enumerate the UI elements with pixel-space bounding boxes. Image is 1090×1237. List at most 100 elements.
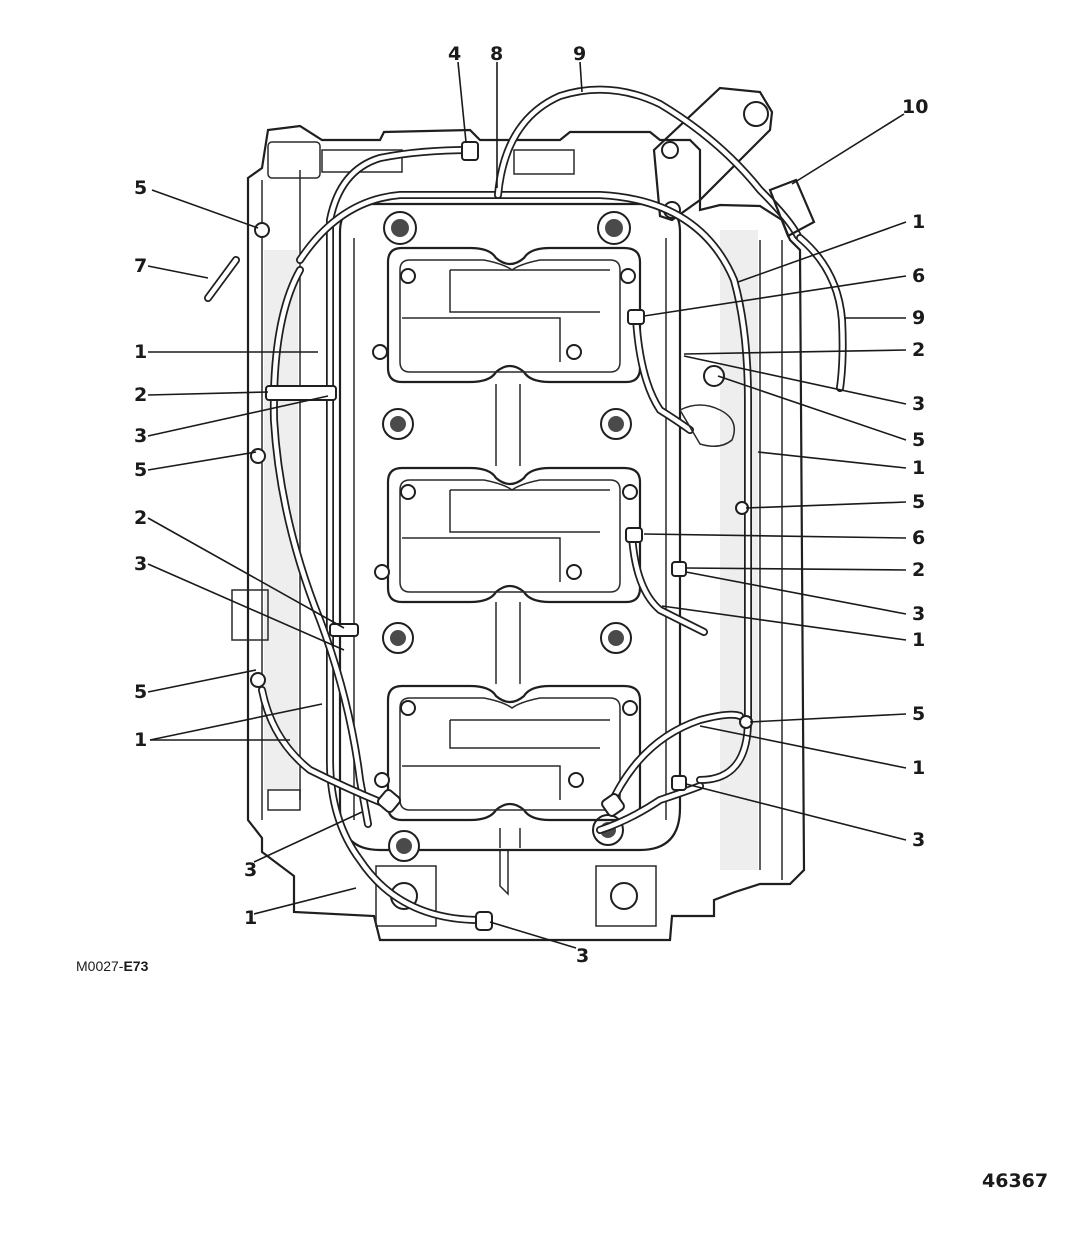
leader-r-1c bbox=[661, 605, 907, 641]
leader-3-bottom bbox=[489, 921, 577, 949]
callout-r-3c: 3 bbox=[912, 829, 925, 851]
leader-r-1d bbox=[699, 725, 907, 769]
reed-top-screw-4 bbox=[566, 344, 582, 360]
drawing-reference-code: M0027-E73 bbox=[76, 958, 148, 974]
reed-top-screw-2 bbox=[620, 268, 636, 284]
plate-hole-7 bbox=[396, 838, 412, 854]
figure-number: 46367 bbox=[982, 1170, 1049, 1192]
bottom-pad-right bbox=[595, 865, 657, 927]
rib-upper bbox=[495, 384, 521, 466]
rib-lower bbox=[495, 602, 521, 684]
plate-hole-4 bbox=[608, 416, 624, 432]
bottom-stud bbox=[499, 850, 509, 896]
leader-5b bbox=[147, 451, 257, 471]
reed-cover-top bbox=[372, 246, 642, 384]
check-valve-5-mid bbox=[250, 448, 266, 464]
fitting-3-right bbox=[671, 775, 687, 791]
leader-3b bbox=[147, 563, 345, 651]
reed-cover-bottom-outer bbox=[386, 684, 642, 822]
bottom-boss-right bbox=[610, 882, 638, 910]
reed-cover-middle-detail bbox=[402, 489, 610, 582]
plate-hole-6 bbox=[608, 630, 624, 646]
hose-left-long bbox=[326, 146, 484, 924]
plate-hole-5 bbox=[390, 630, 406, 646]
plate-hole-3 bbox=[390, 416, 406, 432]
hose-left-descend-core bbox=[271, 267, 371, 827]
top-slot-a bbox=[321, 149, 403, 173]
leader-r-1b bbox=[757, 451, 907, 469]
top-left-pad bbox=[267, 141, 321, 179]
leader-9-top bbox=[579, 61, 583, 93]
leader-5c bbox=[147, 669, 257, 693]
plate-hole-2 bbox=[605, 219, 623, 237]
plate-hole-1 bbox=[391, 219, 409, 237]
leader-2a bbox=[147, 391, 269, 396]
callout-4: 4 bbox=[448, 43, 461, 65]
leader-r-2a bbox=[683, 349, 907, 355]
callout-3-bottom: 3 bbox=[576, 945, 589, 967]
ref-code-prefix: M0027- bbox=[76, 958, 124, 974]
leader-r-2b bbox=[685, 567, 907, 571]
leader-r-3c bbox=[685, 783, 907, 841]
callout-8: 8 bbox=[490, 43, 503, 65]
leader-lines bbox=[147, 61, 907, 949]
leader-3c bbox=[253, 811, 363, 863]
reed-cover-top-detail bbox=[402, 269, 610, 362]
reed-cover-bottom-detail bbox=[402, 719, 610, 800]
callout-r-2a: 2 bbox=[912, 339, 925, 361]
hose-right-upper-core bbox=[633, 315, 693, 433]
ref-code-suffix: E73 bbox=[123, 958, 149, 974]
check-valve-5-right-a bbox=[703, 365, 725, 387]
reed-bot-screw-1 bbox=[400, 700, 416, 716]
reed-bot-screw-4 bbox=[568, 772, 584, 788]
throttle-bracket bbox=[652, 86, 774, 222]
left-fitting-block bbox=[231, 589, 269, 641]
bracket-bolt-a bbox=[661, 141, 679, 159]
leader-5a bbox=[151, 189, 259, 229]
reed-cover-top-inner bbox=[399, 259, 621, 373]
reed-top-screw-1 bbox=[400, 268, 416, 284]
callout-r-3b: 3 bbox=[912, 603, 925, 625]
leader-r-6a bbox=[643, 275, 907, 317]
reed-mid-screw-3 bbox=[374, 564, 390, 580]
reed-top-screw-3 bbox=[372, 344, 388, 360]
reed-mid-screw-2 bbox=[622, 484, 638, 500]
callout-9-top: 9 bbox=[573, 43, 586, 65]
leader-r-5c bbox=[749, 713, 907, 723]
bottom-pad-left bbox=[375, 865, 437, 927]
leader-1b-a bbox=[149, 703, 323, 741]
callout-1b: 1 bbox=[134, 729, 147, 751]
callout-r-2b: 2 bbox=[912, 559, 925, 581]
leader-3a bbox=[147, 395, 329, 437]
leader-7 bbox=[147, 265, 209, 279]
callout-5b: 5 bbox=[134, 459, 147, 481]
hose-left-long-core bbox=[327, 147, 483, 923]
callout-r-9: 9 bbox=[912, 307, 925, 329]
leader-10 bbox=[791, 113, 905, 185]
check-valve-5-top bbox=[254, 222, 270, 238]
callout-5c: 5 bbox=[134, 681, 147, 703]
callout-r-1a: 1 bbox=[912, 211, 925, 233]
callout-r-5a: 5 bbox=[912, 429, 925, 451]
leader-r-5b bbox=[745, 501, 907, 509]
callout-3b: 3 bbox=[134, 553, 147, 575]
fitting-2-right bbox=[671, 561, 687, 577]
check-valve-5-low bbox=[250, 672, 266, 688]
leader-r-6b bbox=[643, 533, 907, 539]
leader-r-3a bbox=[683, 355, 907, 405]
callout-1a: 1 bbox=[134, 341, 147, 363]
callout-2a: 2 bbox=[134, 384, 147, 406]
fitting-3-left bbox=[376, 788, 402, 814]
fitting-6-middle bbox=[625, 527, 643, 543]
left-lower-stub bbox=[267, 789, 301, 811]
reed-cover-middle-inner bbox=[399, 479, 621, 593]
rib-bottom bbox=[499, 828, 521, 848]
callout-r-6b: 6 bbox=[912, 527, 925, 549]
callout-7: 7 bbox=[134, 255, 147, 277]
hose-lower-left-a-core bbox=[259, 687, 393, 809]
clamp-2-left bbox=[265, 385, 337, 401]
reed-bot-screw-2 bbox=[622, 700, 638, 716]
reed-mid-screw-1 bbox=[400, 484, 416, 500]
